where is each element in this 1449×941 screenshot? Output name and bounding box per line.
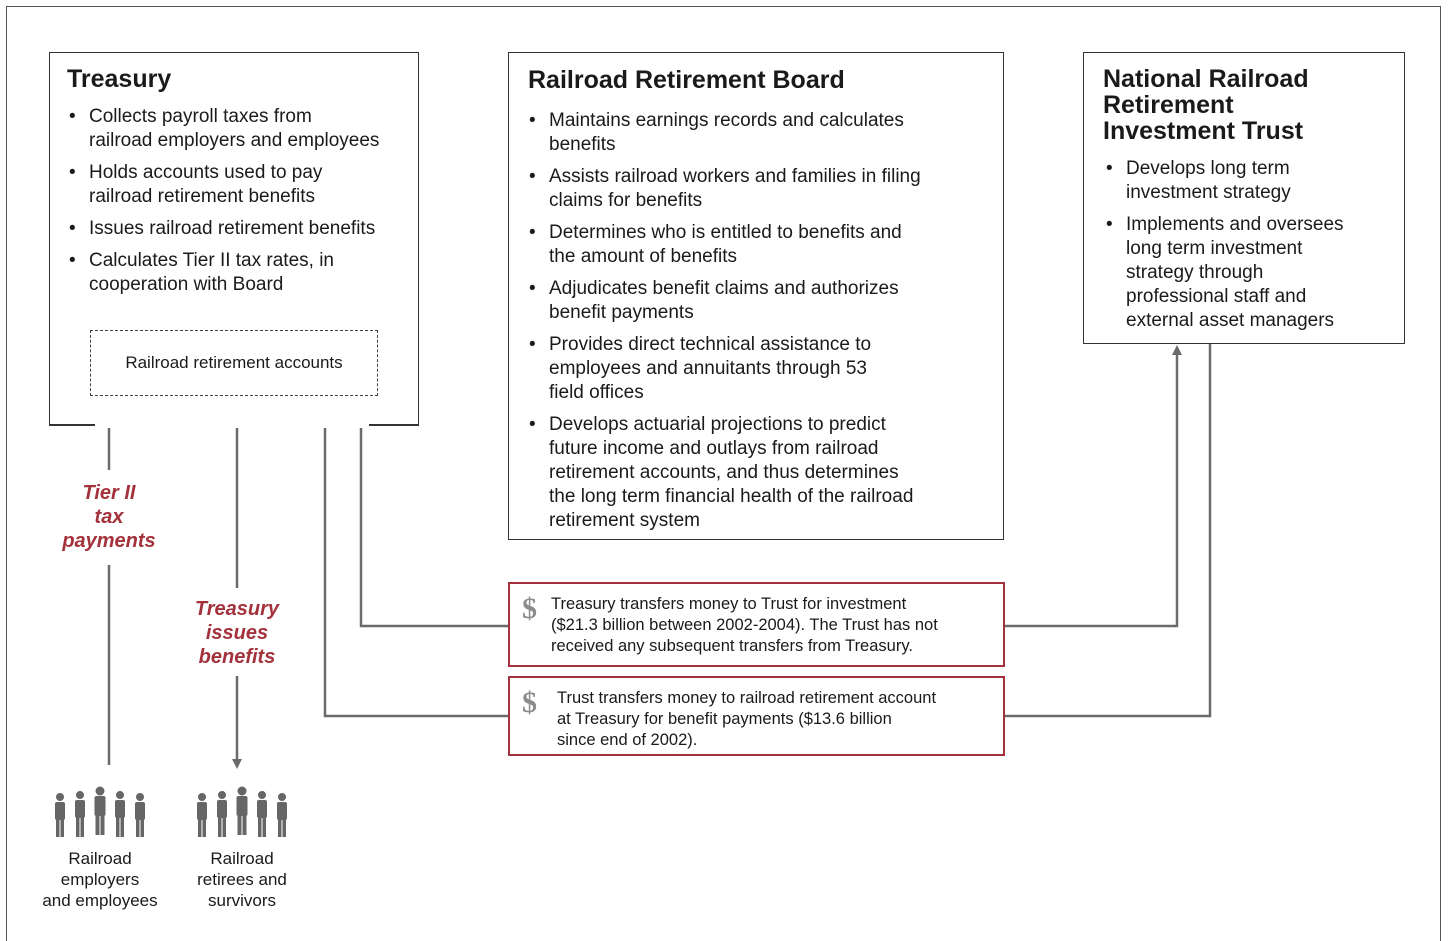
board-item: Determines who is entitled to benefits a… [527, 221, 987, 269]
figure-frame [6, 6, 1441, 941]
transfer-to-trust-text: Treasury transfers money to Trust for in… [551, 595, 938, 655]
dollar-icon: $ [522, 686, 537, 719]
transfer-to-treasury-text: Trust transfers money to railroad retire… [557, 689, 937, 749]
people-group-icon [197, 786, 287, 837]
board-item: Develops actuarial projections to predic… [527, 413, 987, 533]
treasury-bottom-edge-right [369, 424, 419, 426]
treasury-item: Issues railroad retirement benefits [67, 217, 412, 241]
trust-list: Develops long term investment strategy I… [1104, 157, 1394, 341]
treasury-item: Collects payroll taxes from railroad emp… [67, 105, 412, 153]
tier2-tax-payments-label: Tier II tax payments [62, 482, 156, 552]
board-list: Maintains earnings records and calculate… [527, 109, 987, 541]
treasury-list: Collects payroll taxes from railroad emp… [67, 105, 412, 305]
board-item: Maintains earnings records and calculate… [527, 109, 987, 157]
board-item: Provides direct technical assistance to … [527, 333, 987, 405]
retirees-label: Railroad retirees and survivors [197, 849, 287, 910]
treasury-issues-benefits-label: Treasury issues benefits [194, 598, 280, 668]
transfer-to-trust-box: $ Treasury transfers money to Trust for … [508, 582, 1005, 667]
board-item: Assists railroad workers and families in… [527, 165, 987, 213]
board-box: Railroad Retirement Board Maintains earn… [508, 52, 1004, 540]
treasury-bottom-edge-left [49, 424, 95, 426]
railroad-retirement-accounts-box: Railroad retirement accounts [90, 330, 378, 396]
trust-item: Implements and oversees long term invest… [1104, 213, 1394, 333]
dollar-icon: $ [522, 592, 537, 625]
transfer-to-treasury-box: $ Trust transfers money to railroad reti… [508, 676, 1005, 756]
trust-title: National Railroad Retirement Investment … [1103, 65, 1309, 145]
employers-label: Railroad employers and employees [42, 849, 158, 910]
trust-item: Develops long term investment strategy [1104, 157, 1394, 205]
treasury-item: Calculates Tier II tax rates, in coopera… [67, 249, 412, 297]
trust-box: National Railroad Retirement Investment … [1083, 52, 1405, 344]
treasury-title: Treasury [67, 65, 172, 93]
people-group-icon [55, 786, 145, 837]
treasury-box-gap [50, 424, 417, 428]
treasury-item: Holds accounts used to pay railroad reti… [67, 161, 412, 209]
board-item: Adjudicates benefit claims and authorize… [527, 277, 987, 325]
board-title: Railroad Retirement Board [528, 66, 845, 94]
